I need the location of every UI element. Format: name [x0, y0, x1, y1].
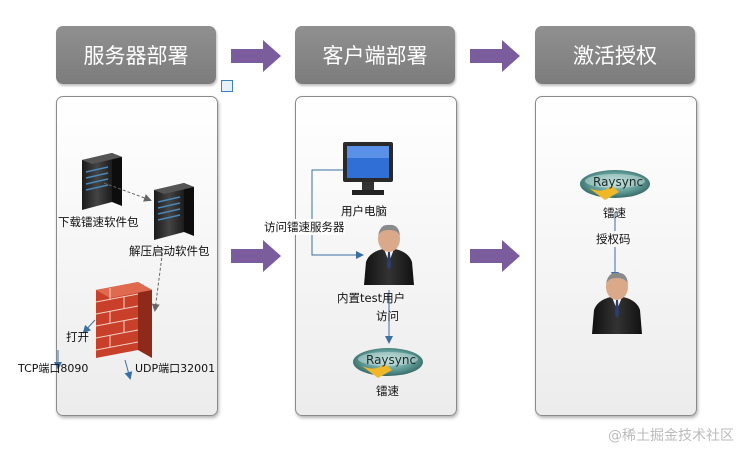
- label-unzip-start: 解压启动软件包: [129, 244, 210, 258]
- flow-arrow-top-2: [470, 40, 520, 72]
- user-avatar-icon: [364, 224, 414, 285]
- label-access: 访问: [376, 309, 399, 323]
- label-download-pkg: 下载镭速软件包: [58, 215, 139, 229]
- server-icon: [154, 183, 194, 240]
- user-avatar-icon: [592, 272, 642, 334]
- flow-arrow-top-1: [231, 40, 281, 72]
- raysync-logo-icon: [353, 348, 423, 378]
- header-activate-license-text: 激活授权: [573, 44, 657, 68]
- header-server-deploy: 服务器部署: [56, 26, 216, 84]
- label-raysync-client: 镭速: [376, 384, 399, 398]
- raysync-logo-text: Raysync: [593, 175, 644, 189]
- panel-server: [56, 96, 218, 416]
- raysync-logo-text: Raysync: [366, 353, 417, 367]
- label-raysync-activate: 镭速: [603, 206, 626, 220]
- raysync-logo-icon: [580, 170, 650, 200]
- label-access-server: 访问镭速服务器: [264, 219, 345, 235]
- label-tcp-port: TCP端口8090: [18, 362, 89, 375]
- server-icon: [82, 153, 122, 210]
- header-client-deploy: 客户端部署: [295, 26, 455, 84]
- label-test-user: 内置test用户: [337, 291, 406, 305]
- label-user-pc: 用户电脑: [341, 204, 387, 218]
- flow-arrow-mid-2: [470, 240, 520, 272]
- header-client-deploy-text: 客户端部署: [322, 44, 428, 68]
- header-server-deploy-text: 服务器部署: [83, 44, 189, 68]
- monitor-icon: [343, 142, 393, 195]
- note-icon[interactable]: [221, 80, 233, 92]
- watermark: @稀土掘金技术社区: [608, 428, 734, 444]
- flow-arrow-mid-1: [231, 240, 281, 272]
- label-open: 打开: [66, 330, 89, 344]
- label-udp-port: UDP端口32001: [135, 362, 216, 375]
- header-activate-license: 激活授权: [535, 26, 695, 84]
- panel-activate: [535, 96, 697, 416]
- firewall-icon: [95, 282, 152, 358]
- label-license-code: 授权码: [596, 231, 631, 247]
